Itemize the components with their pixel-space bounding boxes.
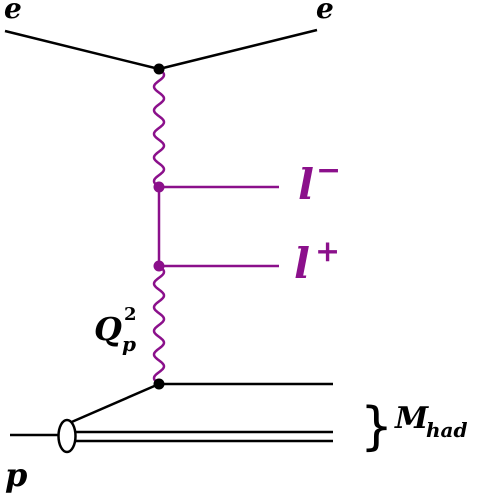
- proton-label: p: [5, 456, 27, 494]
- hadronic-brace: }: [360, 397, 393, 457]
- outgoing-electron-line: [158, 28, 318, 71]
- lepton-minus-label: l: [298, 160, 314, 209]
- proton-blob: [57, 418, 77, 454]
- lepton-minus-vertex: [153, 181, 165, 193]
- electron-out-label: e: [316, 0, 334, 25]
- lepton-plus-vertex: [153, 260, 165, 272]
- electron-in-label: e: [4, 0, 22, 25]
- hadronic-mass-label: M: [394, 401, 429, 436]
- lepton-plus-sign: +: [315, 234, 340, 269]
- upper-photon-propagator: [152, 68, 166, 188]
- lepton-plus-label: l: [294, 239, 310, 288]
- hadronic-mass-subscript: had: [426, 418, 468, 442]
- q-subscript-p: p: [122, 332, 136, 356]
- lower-photon-propagator: [152, 265, 166, 385]
- q-squared-label: Q: [94, 310, 122, 348]
- incoming-electron-line: [4, 29, 160, 71]
- q-squared-superscript: 2: [124, 304, 137, 325]
- lepton-minus-sign: −: [316, 153, 341, 188]
- electron-vertex: [153, 63, 165, 75]
- proton-to-vertex-line: [66, 382, 160, 426]
- proton-vertex: [153, 378, 165, 390]
